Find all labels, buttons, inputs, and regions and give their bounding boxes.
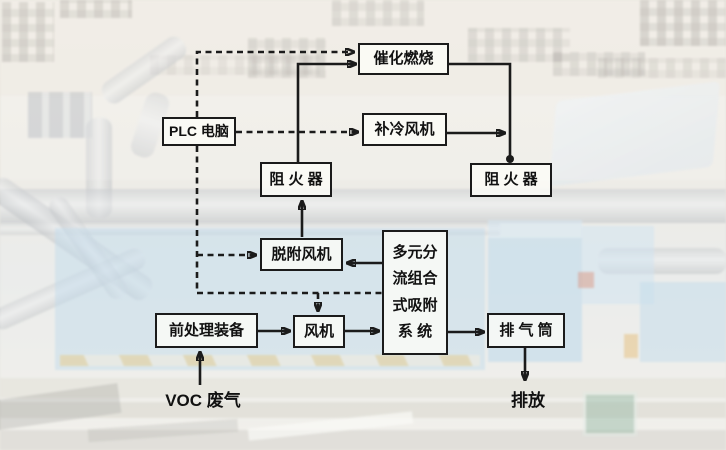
label-discharge: 排放	[511, 391, 545, 410]
connector-junction-dot	[506, 155, 514, 163]
adsorption-line-4: 系 统	[397, 323, 433, 341]
node-flame-arrester-left: 阻 火 器	[260, 162, 332, 197]
adsorption-line-3: 式吸附	[392, 296, 438, 314]
node-supplement-cooling-fan: 补冷风机	[362, 113, 447, 146]
label-voc-waste-gas: VOC 废气	[165, 391, 241, 410]
node-exhaust-stack: 排 气 筒	[487, 313, 565, 348]
node-pretreatment-equipment: 前处理装备	[155, 313, 258, 348]
adsorption-line-2: 流组合	[392, 270, 438, 288]
node-plc-computer: PLC 电脑	[162, 117, 236, 146]
adsorption-line-1: 多元分	[392, 243, 438, 261]
node-desorption-fan: 脱附风机	[260, 238, 343, 271]
control-plc-to-catalytic	[195, 52, 354, 117]
node-flame-arrester-right: 阻 火 器	[470, 163, 552, 197]
node-fan: 风机	[293, 315, 345, 348]
connector-catalytic-to-arrester-right	[449, 62, 512, 156]
node-adsorption-system: 多元分 流组合 式吸附 系 统	[382, 230, 448, 355]
node-catalytic-combustion: 催化燃烧	[358, 43, 449, 75]
connector-arrester-to-catalytic	[296, 64, 356, 162]
